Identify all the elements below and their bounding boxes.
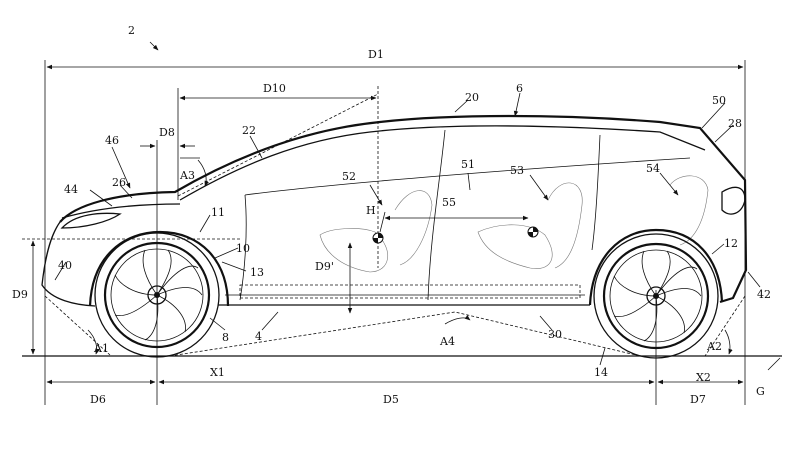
label-14: 14 [594,366,608,379]
label-54: 54 [646,162,660,175]
label-55: 55 [442,196,456,209]
label-a2: A2 [706,340,722,353]
front-wheel [94,232,220,358]
rear-wheel [593,233,719,359]
headlight [60,212,122,229]
label-30: 30 [548,328,562,341]
windshield-ref-line [177,93,379,197]
b-pillar-line [427,129,446,301]
label-13: 13 [250,266,264,279]
label-10: 10 [236,242,250,255]
h-point-front-fill [373,233,383,243]
label-44: 44 [64,183,78,196]
label-26: 26 [112,176,126,189]
a4-arc [444,315,471,325]
label-12: 12 [724,237,738,250]
label-a4: A4 [439,335,455,348]
label-51: 51 [461,158,475,171]
front-nose-outline [41,221,96,307]
label-6: 6 [516,82,523,95]
third-seat [669,175,709,246]
label-d6: D6 [90,393,106,406]
label-20: 20 [465,91,479,104]
rear-wheel-arch [588,228,724,306]
label-42: 42 [757,288,771,301]
a1-arc [87,329,100,355]
label-d9: D9 [12,288,28,301]
departure-angle-line [704,295,746,357]
label-d7: D7 [690,393,706,406]
roof-inner-line [179,125,706,201]
label-g: G [756,385,765,398]
label-h: H [366,204,376,217]
label-28: 28 [728,117,742,130]
label-4: 4 [255,330,262,343]
label-11: 11 [211,206,225,219]
h-point-rear-fill [528,227,538,237]
breakover-angle-line [169,311,641,357]
label-40: 40 [58,259,72,272]
beltline [244,157,691,196]
a2-arc [724,329,733,355]
hood-line [61,203,181,219]
rear-light [721,186,746,215]
c-pillar-line [591,134,601,251]
label-d8: D8 [159,126,175,139]
rear-seat-cushion [477,224,553,269]
front-seat-back [394,190,433,266]
rear-seat-back [547,182,583,269]
label-x2: X2 [696,371,711,384]
label-46: 46 [105,134,119,147]
label-53: 53 [510,164,524,177]
front-seat-cushion [319,228,389,273]
label-a1: A1 [93,342,109,355]
label-52: 52 [342,170,356,183]
a3-arc [197,159,209,187]
label-50: 50 [712,94,726,107]
label-d9p: D9' [315,260,334,273]
label-d5: D5 [383,393,399,406]
a-pillar-line [239,194,247,301]
label-22: 22 [242,124,256,137]
label-a3: A3 [179,169,195,182]
body-outline-upper [59,114,748,304]
leader-lines [54,41,781,371]
label-figure-2: 2 [128,24,135,37]
front-wheel-arch [88,230,230,307]
label-d10: D10 [263,82,286,95]
label-d1: D1 [368,48,384,61]
label-8: 8 [222,331,229,344]
label-x1: X1 [210,366,225,379]
battery-dashed-box [239,284,581,299]
